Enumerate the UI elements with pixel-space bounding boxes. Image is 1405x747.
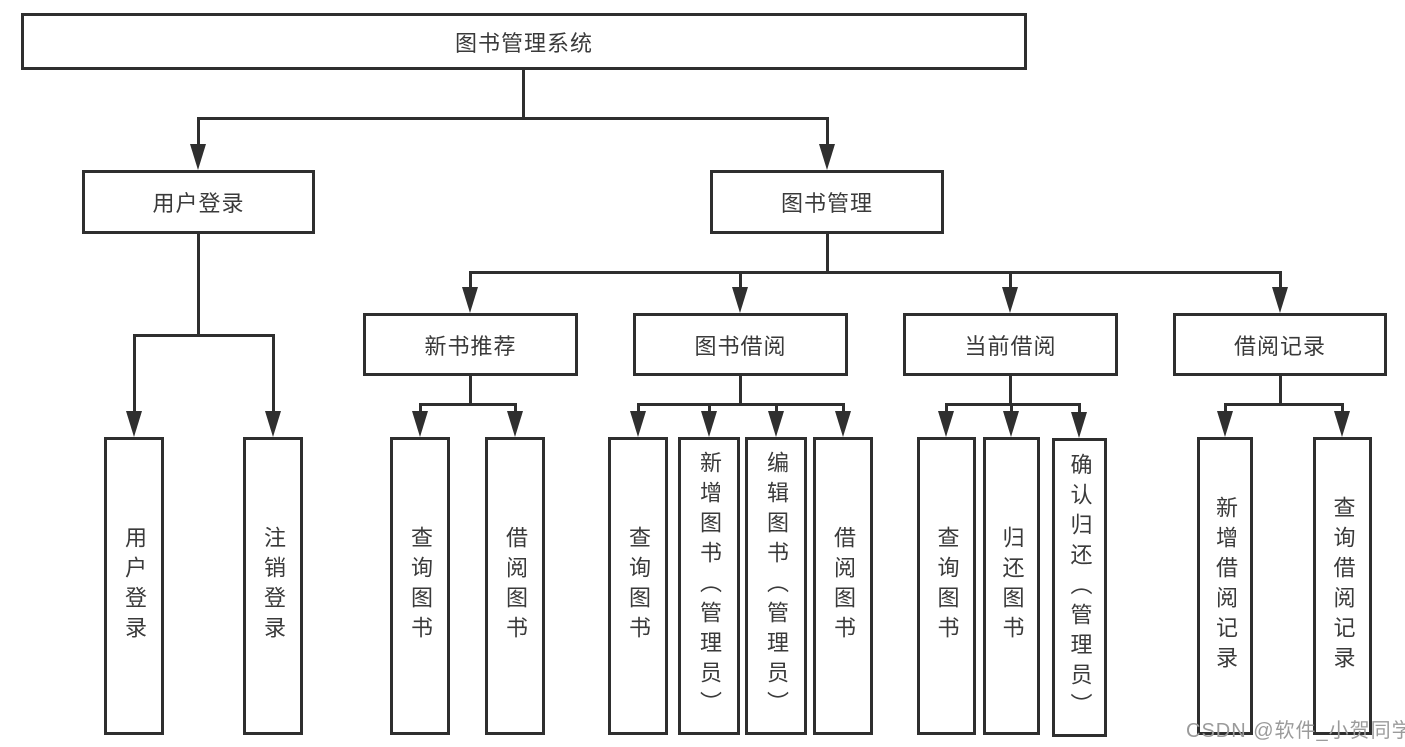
leaf-query-borrow-record: 查询借阅记录: [1313, 437, 1372, 735]
node-user-login-label: 用户登录: [152, 191, 245, 216]
connector-line: [132, 333, 275, 337]
connector-line: [196, 116, 829, 120]
arrowhead-down: [1217, 411, 1233, 437]
connector-line: [707, 403, 711, 415]
watermark: CSDN @软件_小贺同学: [1186, 720, 1405, 742]
node-book-borrowing-label: 图书借阅: [694, 333, 787, 359]
arrowhead-down: [1272, 287, 1288, 313]
connector-line: [636, 403, 640, 415]
leaf-borrow-books-recommend: 借阅图书: [485, 437, 545, 735]
connector-line: [1008, 376, 1012, 406]
node-new-book-recommend-label: 新书推荐: [424, 333, 517, 359]
connector-line: [521, 69, 525, 119]
node-borrowing-records: 借阅记录: [1173, 313, 1387, 376]
leaf-query-books-borrowing-label: 查询图书: [626, 526, 651, 646]
arrowhead-down: [819, 144, 835, 170]
arrowhead-down: [701, 411, 717, 437]
leaf-borrow-books: 借阅图书: [813, 437, 873, 735]
connector-line: [1223, 403, 1227, 415]
arrowhead-down: [412, 411, 428, 437]
node-current-borrowing-label: 当前借阅: [964, 333, 1057, 359]
connector-line: [1278, 271, 1282, 289]
node-library-system-label: 图书管理系统: [454, 30, 593, 56]
leaf-query-books-current-label: 查询图书: [934, 526, 960, 646]
leaf-query-books-recommend: 查询图书: [390, 437, 450, 735]
connector-line: [513, 403, 517, 415]
connector-line: [468, 376, 472, 406]
leaf-query-books-current: 查询图书: [917, 437, 976, 735]
node-book-borrowing: 图书借阅: [633, 313, 848, 376]
leaf-add-borrow-record: 新增借阅记录: [1197, 437, 1253, 735]
leaf-user-login: 用户登录: [104, 437, 164, 735]
connector-line: [841, 403, 845, 415]
connector-line: [1008, 271, 1012, 289]
leaf-return-books: 归还图书: [983, 437, 1040, 735]
leaf-query-books-borrowing: 查询图书: [608, 437, 668, 735]
connector-line: [468, 271, 472, 289]
leaf-edit-books-admin-label: 编辑图书（管理员）: [764, 451, 789, 721]
arrowhead-down: [630, 411, 646, 437]
leaf-return-books-label: 归还图书: [999, 526, 1025, 646]
arrowhead-down: [507, 411, 523, 437]
leaf-logout-label: 注销登录: [261, 526, 286, 646]
connector-line: [418, 402, 517, 406]
leaf-confirm-return-admin-label: 确认归还（管理员）: [1067, 452, 1093, 723]
connector-line: [271, 334, 275, 414]
arrowhead-down: [190, 144, 206, 170]
leaf-borrow-books-label: 借阅图书: [831, 526, 856, 646]
connector-line: [418, 403, 422, 415]
arrowhead-down: [938, 411, 954, 437]
leaf-query-books-recommend-label: 查询图书: [408, 526, 433, 646]
arrowhead-down: [768, 411, 784, 437]
arrowhead-down: [462, 287, 478, 313]
arrowhead-down: [1003, 411, 1019, 437]
node-borrowing-records-label: 借阅记录: [1233, 333, 1326, 359]
connector-line: [196, 234, 200, 336]
node-book-management-label: 图书管理: [780, 191, 873, 216]
leaf-query-borrow-record-label: 查询借阅记录: [1330, 496, 1356, 676]
connector-line: [944, 402, 1081, 406]
leaf-edit-books-admin: 编辑图书（管理员）: [745, 437, 807, 735]
arrowhead-down: [126, 411, 142, 437]
connector-line: [1278, 376, 1282, 406]
connector-line: [132, 334, 136, 414]
arrowhead-down: [265, 411, 281, 437]
connector-line: [738, 376, 742, 406]
leaf-borrow-books-recommend-label: 借阅图书: [503, 526, 528, 646]
connector-line: [825, 234, 829, 274]
connector-line: [944, 403, 948, 415]
connector-line: [196, 117, 200, 146]
leaf-user-login-label: 用户登录: [122, 526, 147, 646]
leaf-confirm-return-admin: 确认归还（管理员）: [1052, 438, 1107, 737]
arrowhead-down: [1334, 411, 1350, 437]
leaf-add-borrow-record-label: 新增借阅记录: [1213, 496, 1238, 676]
connector-line: [1340, 403, 1344, 415]
connector-line: [738, 271, 742, 289]
connector-line: [1077, 403, 1081, 416]
arrowhead-down: [1002, 287, 1018, 313]
arrowhead-down: [732, 287, 748, 313]
connector-line: [825, 117, 829, 146]
node-user-login: 用户登录: [82, 170, 315, 234]
connector-line: [774, 403, 778, 415]
connector-line: [1009, 403, 1013, 415]
arrowhead-down: [835, 411, 851, 437]
leaf-add-books-admin: 新增图书（管理员）: [678, 437, 740, 735]
node-new-book-recommend: 新书推荐: [363, 313, 578, 376]
connector-line: [636, 402, 845, 406]
connector-line: [468, 270, 1282, 274]
node-library-system: 图书管理系统: [21, 13, 1027, 70]
arrowhead-down: [1071, 412, 1087, 438]
leaf-add-books-admin-label: 新增图书（管理员）: [697, 451, 722, 721]
connector-line: [1223, 402, 1344, 406]
node-book-management: 图书管理: [710, 170, 944, 234]
leaf-logout: 注销登录: [243, 437, 303, 735]
node-current-borrowing: 当前借阅: [903, 313, 1118, 376]
